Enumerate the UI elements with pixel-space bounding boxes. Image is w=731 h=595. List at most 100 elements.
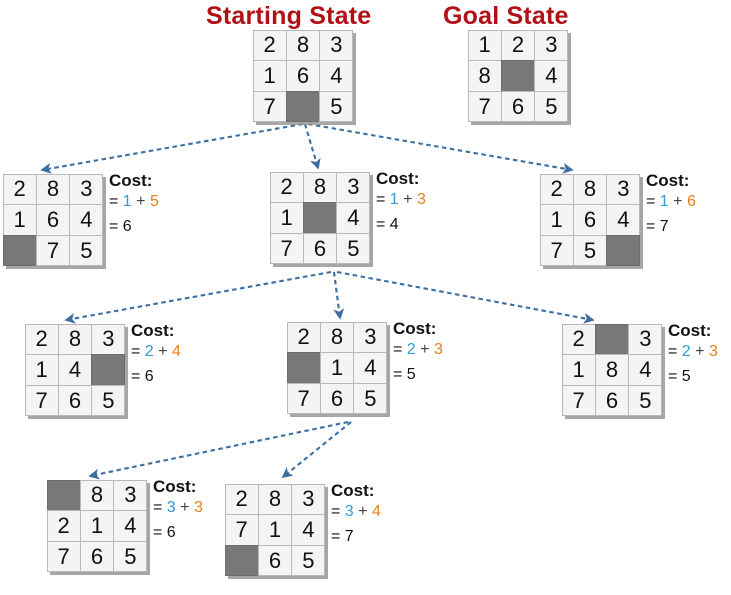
cost-block: Cost: = 1 + 3 = 4 [376,170,496,237]
blank-tile [224,544,259,577]
tile: 5 [353,382,388,415]
cost-sum: = 2 + 3 [668,340,731,365]
level1-left-node: 2 8 3 1 6 4 7 5 Cost: = 1 + 5 = 6 [2,172,159,267]
equals-sign: = [109,217,119,235]
blank-tile [594,323,630,356]
cost-label: Cost: [331,481,375,500]
puzzle-grid: 2 8 3 7 1 4 6 5 [224,483,326,577]
tile: 6 [35,204,71,236]
tile: 2 [2,173,37,206]
cost-total: 6 [144,367,154,385]
plus-sign: + [695,342,705,360]
cost-block: Cost: = 3 + 4 = 7 [331,482,451,549]
h-value: 6 [686,192,696,210]
edge-level2mid-to-level3-left [88,420,349,480]
tile: 7 [269,232,304,265]
blank-tile [46,479,81,512]
h-value: 3 [193,498,203,516]
h-value: 5 [149,192,159,210]
cost-block: Cost: = 1 + 5 = 6 [109,172,229,239]
tile: 4 [628,354,663,386]
g-value: 1 [122,192,132,210]
cost-sum: = 2 + 4 [131,340,251,365]
h-value: 4 [371,502,381,520]
tile: 8 [257,483,293,516]
tile: 7 [35,234,71,267]
cost-total: 5 [406,365,416,383]
equals-sign: = [668,342,678,360]
tile: 7 [561,384,596,417]
cost-total-line: = 5 [393,363,513,388]
tile: 8 [79,479,115,512]
cost-block: Cost: = 1 + 6 = 7 [646,172,731,239]
blank-tile [500,60,536,92]
cost-total-line: = 4 [376,213,496,238]
cost-total-line: = 6 [153,521,273,546]
puzzle-grid: 2 8 3 1 4 7 6 5 [269,171,371,265]
plus-sign: + [136,192,146,210]
equals-sign: = [331,502,341,520]
puzzle-grid: 2 8 3 1 4 7 6 5 [286,321,388,415]
tile: 1 [257,514,293,546]
blank-tile [286,352,321,384]
tile: 5 [572,234,608,267]
edge-level1mid-to-level2-middle [332,271,345,320]
tile: 3 [319,29,354,62]
h-value: 4 [171,342,181,360]
cost-label: Cost: [393,319,437,338]
cost-total-line: = 5 [668,365,731,390]
tile: 2 [224,483,259,516]
tile: 3 [91,323,126,356]
equals-sign: = [153,523,163,541]
cost-total: 6 [166,523,176,541]
tile: 5 [628,384,663,417]
tile: 1 [252,60,287,92]
cost-block: Cost: = 3 + 3 = 6 [153,478,273,545]
tile: 2 [46,510,81,542]
h-value: 3 [708,342,718,360]
tile: 8 [285,29,321,62]
equals-sign: = [393,340,403,358]
level2-middle-node: 2 8 3 1 4 7 6 5 Cost: = 2 + 3 = 5 [286,320,443,415]
cost-label: Cost: [646,171,690,190]
tile: 5 [534,90,569,123]
level2-left-node: 2 8 3 1 4 7 6 5 Cost: = 2 + 4 = 6 [24,322,181,417]
tile: 4 [606,204,641,236]
tile: 7 [46,540,81,573]
g-value: 3 [344,502,354,520]
tile: 7 [467,90,502,123]
cost-label: Cost: [131,321,175,340]
equals-sign: = [109,192,119,210]
tile: 6 [285,60,321,92]
cost-label: Cost: [376,169,420,188]
cost-block: Cost: = 2 + 3 = 5 [393,320,513,387]
tile: 3 [336,171,371,204]
g-value: 2 [144,342,154,360]
cost-label: Cost: [109,171,153,190]
tile: 3 [353,321,388,354]
cost-sum: = 1 + 5 [109,190,229,215]
puzzle-grid: 2 8 3 1 6 4 7 5 [539,173,641,267]
plus-sign: + [180,498,190,516]
tile: 2 [500,29,536,62]
g-value: 3 [166,498,176,516]
puzzle-grid: 2 8 3 1 6 4 7 5 [252,29,354,123]
blank-tile [606,234,641,267]
tile: 1 [2,204,37,236]
cost-block: Cost: = 2 + 4 = 6 [131,322,251,389]
tile: 8 [467,60,502,92]
plus-sign: + [358,502,368,520]
cost-sum: = 1 + 3 [376,188,496,213]
edge-level1mid-to-level2-right [336,270,595,324]
puzzle-grid: 8 3 2 1 4 7 6 5 [46,479,148,573]
tile: 2 [286,321,321,354]
tile: 3 [534,29,569,62]
cost-block: Cost: = 2 + 3 = 5 [668,322,731,389]
edge-level2mid-to-level3-right [281,421,352,479]
cost-total: 7 [344,527,354,545]
level2-right-node: 2 3 1 8 4 7 6 5 Cost: = 2 + 3 = 5 [561,322,718,417]
tile: 2 [24,323,59,356]
cost-sum: = 3 + 4 [331,500,451,525]
equals-sign: = [376,190,386,208]
cost-sum: = 1 + 6 [646,190,731,215]
